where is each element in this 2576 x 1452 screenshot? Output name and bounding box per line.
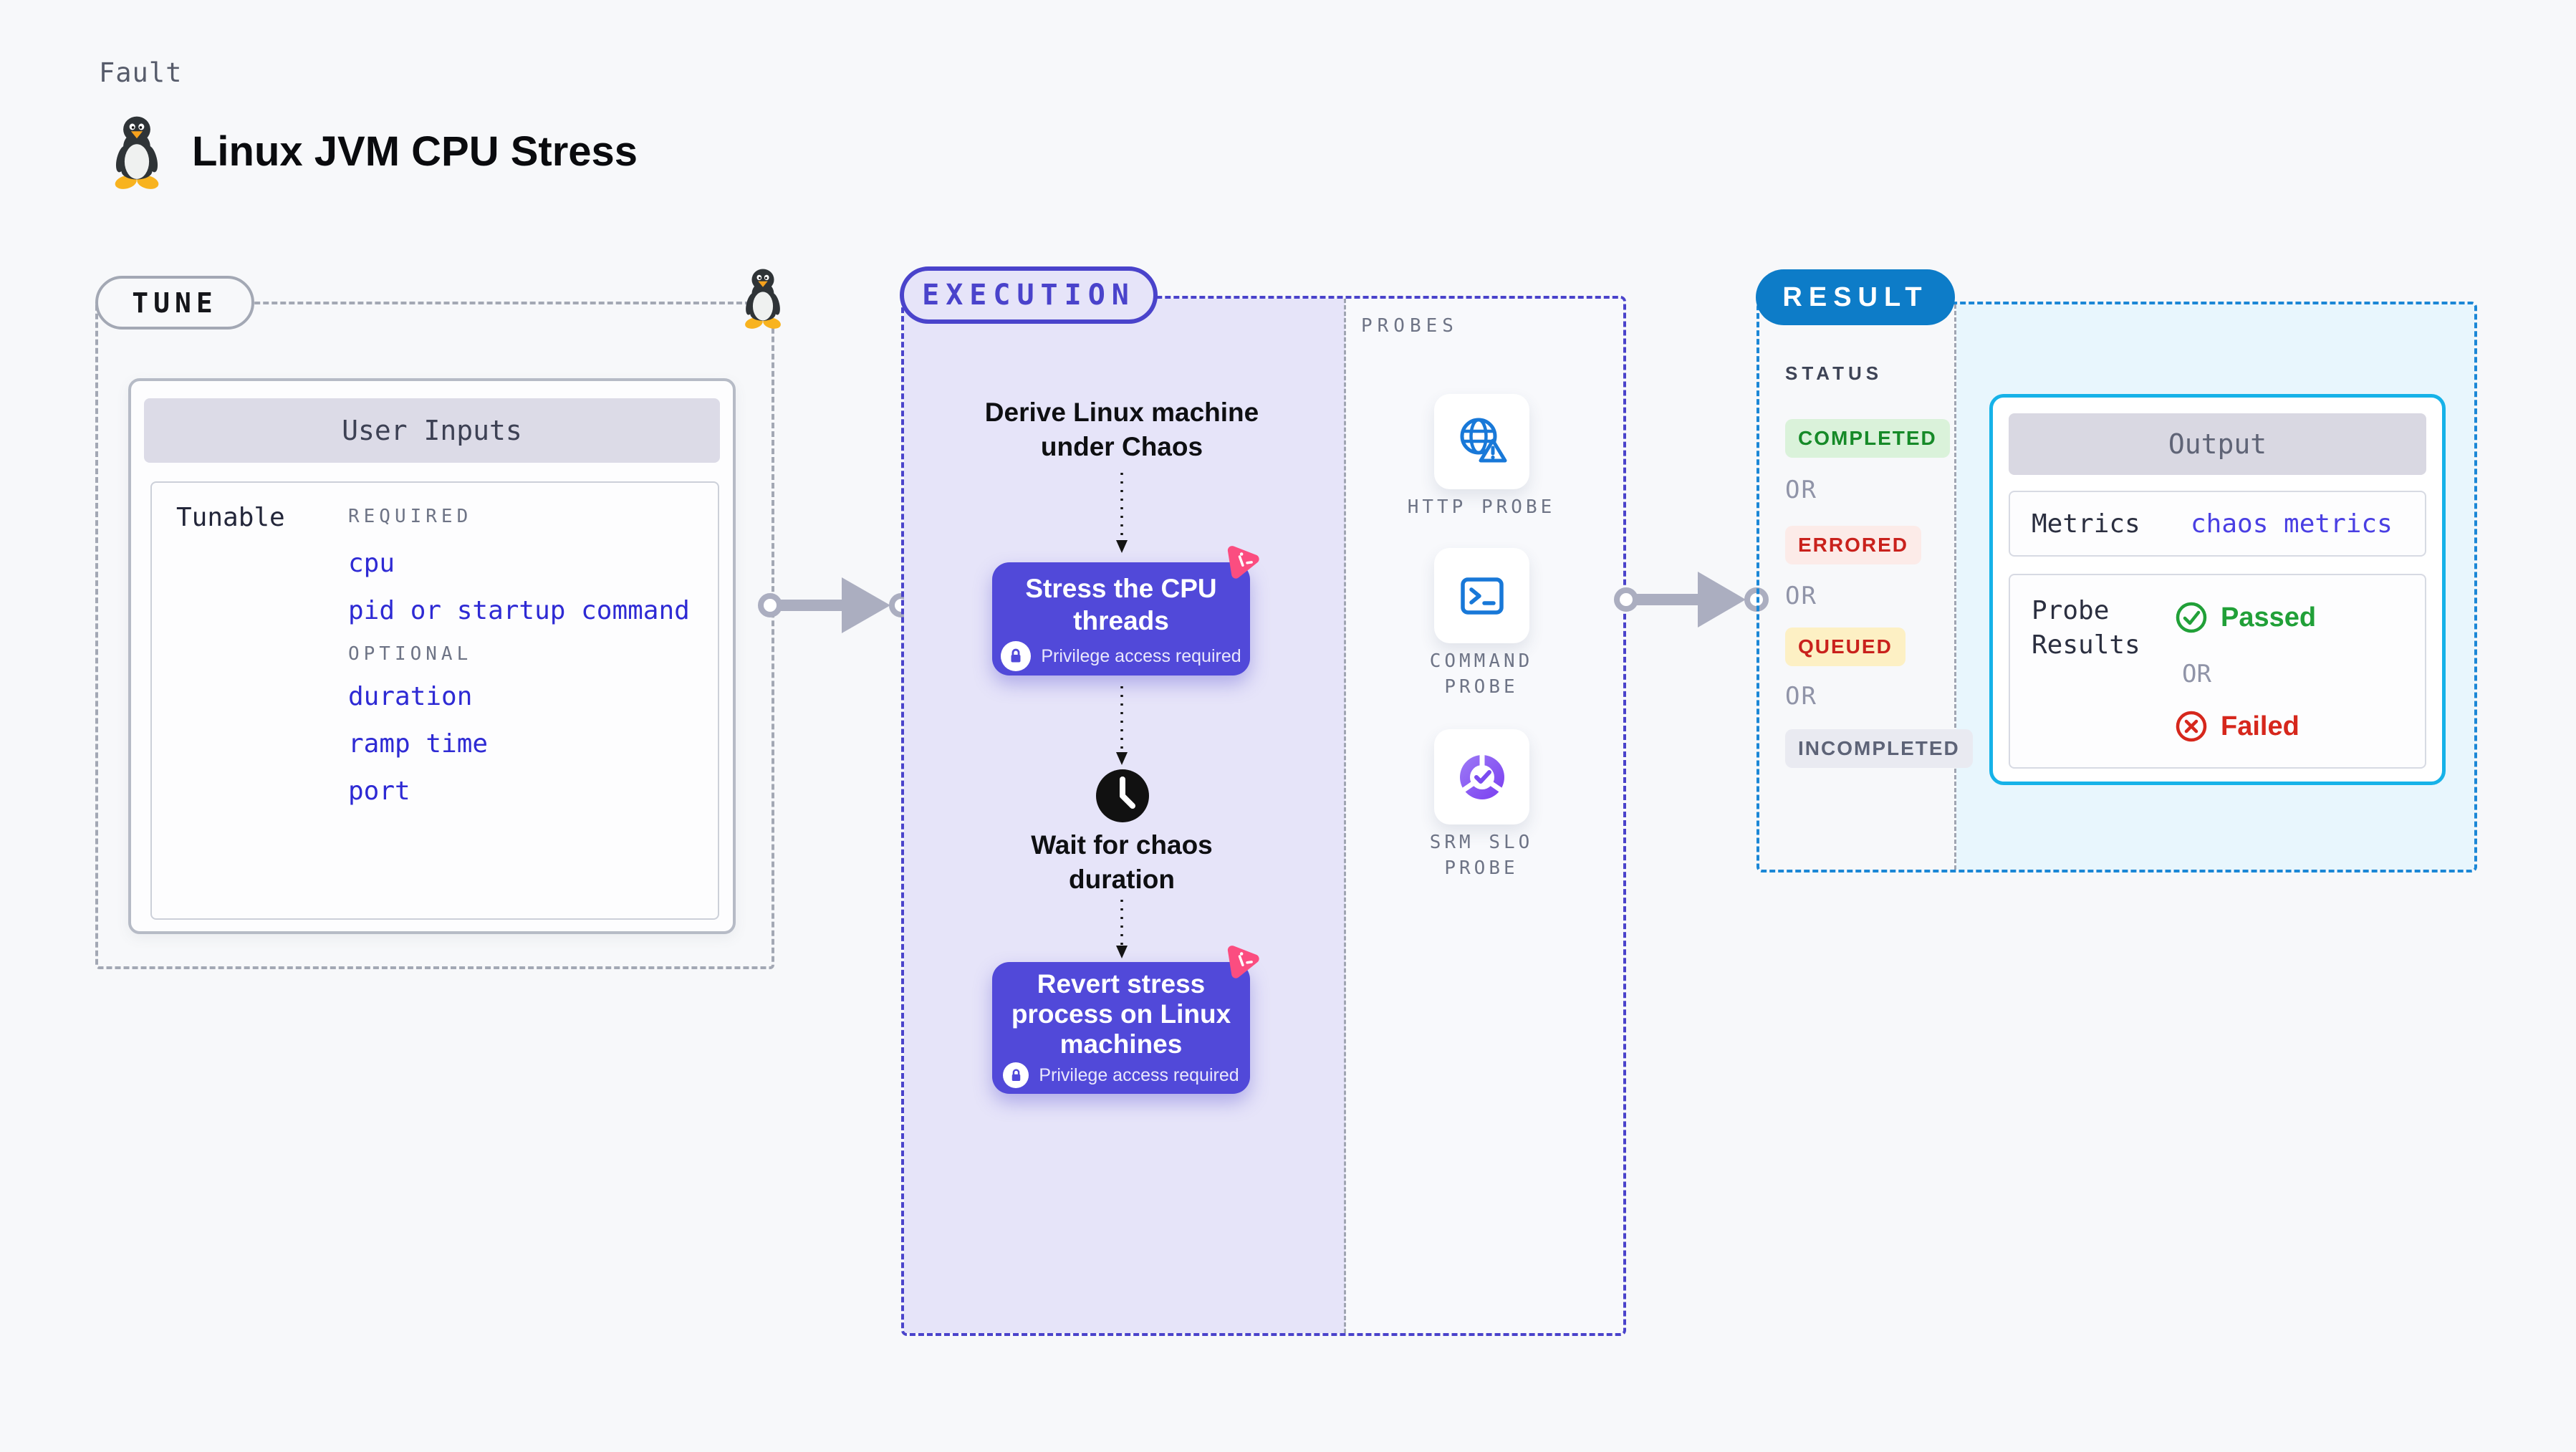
x-circle-icon (2176, 711, 2207, 742)
lock-icon (1003, 1062, 1029, 1088)
derive-step-text: Derive Linux machine under Chaos (984, 398, 1259, 461)
tunable-link-cpu[interactable]: cpu (348, 549, 395, 578)
status-badge-errored: ERRORED (1785, 526, 1922, 564)
tunables-panel: Tunable REQUIRED cpu pid or startup comm… (150, 481, 719, 920)
execution-section-badge: EXECUTION (900, 266, 1158, 324)
chaos-logo-icon (1227, 946, 1259, 979)
slo-donut-check-icon (1459, 752, 1504, 799)
metrics-label: Metrics (2032, 509, 2140, 539)
page-title: Linux JVM CPU Stress (192, 128, 638, 175)
tunable-link-duration[interactable]: duration (348, 682, 473, 711)
status-label: STATUS (1785, 362, 1883, 384)
status-badge-completed: COMPLETED (1785, 419, 1950, 458)
chaos-logo-icon (1227, 546, 1259, 579)
metrics-value-link[interactable]: chaos metrics (2191, 509, 2393, 539)
command-probe-card[interactable] (1434, 548, 1529, 643)
terminal-icon (1460, 577, 1504, 615)
status-output-divider (1954, 304, 1956, 870)
wait-step-text: Wait for chaos duration (1031, 830, 1213, 894)
dotted-arrow-down-icon (1116, 900, 1128, 958)
probe-result-passed: Passed (2175, 601, 2316, 634)
tunable-link-pid-or-startup-command[interactable]: pid or startup command (348, 596, 690, 625)
optional-label: OPTIONAL (348, 643, 473, 665)
lock-icon (1001, 641, 1032, 671)
fault-kicker: Fault (99, 57, 183, 88)
http-probe-label: HTTP PROBE (1407, 496, 1556, 518)
globe-warning-icon (1460, 418, 1506, 462)
output-title: Output (2009, 413, 2426, 475)
check-circle-icon (2176, 602, 2207, 633)
arrow-right-connector (758, 577, 910, 633)
tune-section-badge: TUNE (95, 276, 254, 330)
dotted-arrow-down-icon (1116, 473, 1128, 553)
arrow-right-connector (1614, 572, 1769, 628)
probe-result-failed: Failed (2175, 710, 2299, 743)
required-label: REQUIRED (348, 506, 473, 527)
probe-results-row: Probe Results Passed OR Failed (2009, 574, 2426, 769)
status-badge-incompleted: INCOMPLETED (1785, 729, 1973, 768)
probes-label: PROBES (1361, 315, 1458, 337)
user-inputs-card: User Inputs Tunable REQUIRED cpu pid or … (128, 378, 736, 934)
execution-probes-divider (1344, 299, 1346, 1333)
privilege-note: Privilege access required (1039, 1064, 1239, 1085)
linux-tux-icon (745, 269, 781, 329)
metrics-row: Metrics chaos metrics (2009, 491, 2426, 557)
user-inputs-title: User Inputs (144, 398, 720, 463)
revert-stress-node[interactable]: Revert stress process on Linux machines … (992, 962, 1250, 1094)
output-card: Output Metrics chaos metrics Probe Resul… (1989, 394, 2446, 785)
dotted-arrow-down-icon (1116, 686, 1128, 765)
command-probe-label: COMMAND PROBE (1429, 650, 1534, 698)
or-separator: OR (1785, 476, 1817, 504)
result-section-badge: RESULT (1756, 269, 1955, 325)
probe-results-label: Probe Results (2032, 596, 2140, 660)
stress-cpu-node[interactable]: Stress the CPU threads Privilege access … (992, 562, 1250, 675)
tunable-link-ramp-time[interactable]: ramp time (348, 729, 489, 759)
privilege-note: Privilege access required (1041, 645, 1241, 666)
tune-section-frame (95, 302, 774, 969)
or-separator: OR (1785, 582, 1817, 610)
tunable-link-port[interactable]: port (348, 777, 410, 806)
or-separator: OR (1785, 682, 1817, 711)
status-badge-queued: QUEUED (1785, 628, 1905, 666)
srm-slo-probe-card[interactable] (1434, 729, 1529, 824)
srm-slo-probe-label: SRM SLO PROBE (1429, 832, 1534, 879)
or-separator: OR (2182, 660, 2211, 688)
result-label: RESULT (1782, 282, 1928, 312)
execution-label: EXECUTION (922, 279, 1135, 312)
clock-icon (1096, 769, 1149, 822)
http-probe-card[interactable] (1434, 394, 1529, 489)
linux-tux-icon (115, 116, 159, 189)
tunable-row-label: Tunable (176, 503, 285, 532)
tune-label: TUNE (132, 287, 218, 319)
